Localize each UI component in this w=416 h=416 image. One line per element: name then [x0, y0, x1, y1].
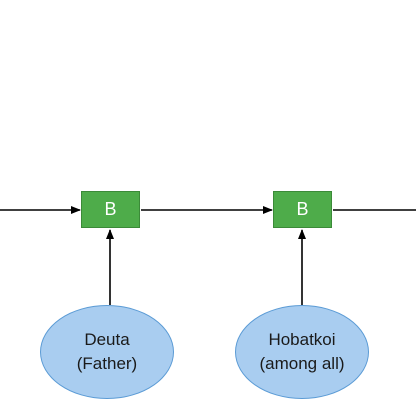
process-box-2-label: B — [296, 199, 309, 219]
process-box-2: B — [273, 191, 332, 228]
ellipse-node-2-line-2: (among all) — [259, 354, 345, 373]
ellipse-node-2-line-1: Hobatkoi — [268, 330, 336, 349]
process-box-1: B — [81, 191, 140, 228]
ellipse-node-1-line-1: Deuta — [84, 330, 130, 349]
ellipse-node-2: Hobatkoi (among all) — [235, 305, 369, 399]
ellipse-node-1-line-2: (Father) — [76, 354, 138, 373]
ellipse-node-1: Deuta (Father) — [40, 305, 174, 399]
process-box-1-label: B — [104, 199, 117, 219]
